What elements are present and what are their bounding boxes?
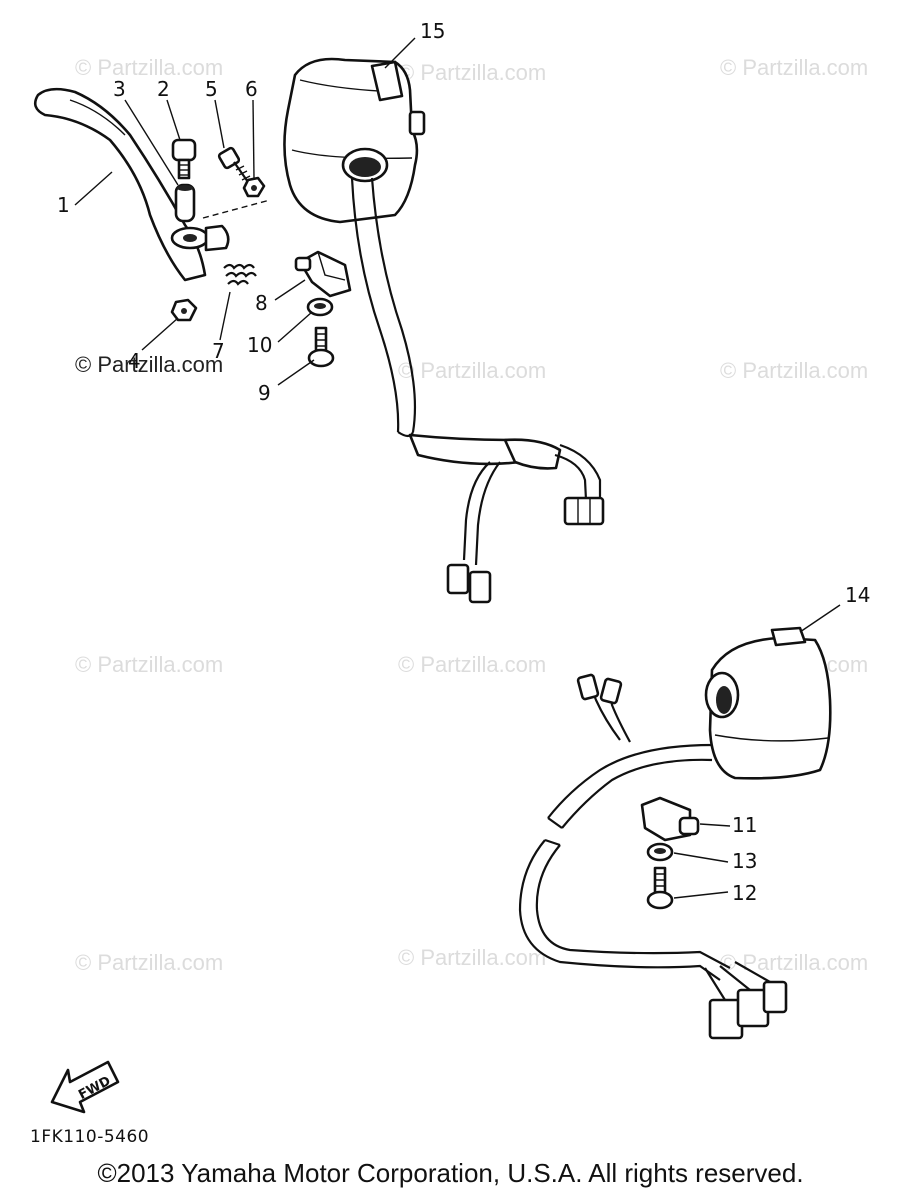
watermark: © Partzilla.com <box>398 60 546 85</box>
watermark: © Partzilla.com <box>720 950 868 975</box>
callout-1: 1 <box>57 193 70 217</box>
part-switch-11 <box>640 796 700 842</box>
part-screw-9 <box>307 326 335 368</box>
part-washer-10 <box>306 297 334 317</box>
callout-15: 15 <box>420 19 445 43</box>
callout-13: 13 <box>732 849 757 873</box>
part-spring-7 <box>223 263 257 286</box>
callout-11: 11 <box>732 813 757 837</box>
watermark: © Partzilla.com <box>398 945 546 970</box>
callout-10: 10 <box>247 333 272 357</box>
callout-14: 14 <box>845 583 870 607</box>
part-switch-housing-14 <box>518 626 832 1040</box>
callout-9: 9 <box>258 381 271 405</box>
diagram-code: 1FK110-5460 <box>30 1127 149 1147</box>
watermark: © Partzilla.com <box>720 55 868 80</box>
copyright-notice: ©2013 Yamaha Motor Corporation, U.S.A. A… <box>97 1158 804 1188</box>
callout-4: 4 <box>128 349 141 373</box>
part-switch-8 <box>294 250 352 298</box>
callout-7: 7 <box>212 339 225 363</box>
watermark: © Partzilla.com <box>75 950 223 975</box>
part-lever <box>33 87 271 282</box>
callout-12: 12 <box>732 881 757 905</box>
callouts: 3 2 5 6 1 4 7 8 10 9 15 14 11 13 12 <box>57 19 870 905</box>
watermark: © Partzilla.com <box>398 358 546 383</box>
part-washer-13 <box>646 842 674 862</box>
part-screw-12 <box>646 866 674 910</box>
watermark: © Partzilla.com <box>75 55 223 80</box>
part-nut-6 <box>242 176 266 198</box>
part-bolt-2 <box>171 138 197 180</box>
watermark: © Partzilla.com <box>398 652 546 677</box>
part-switch-housing-15 <box>283 57 605 604</box>
callout-3: 3 <box>113 77 126 101</box>
watermark: © Partzilla.com <box>75 652 223 677</box>
callout-6: 6 <box>245 77 258 101</box>
leader-lines <box>74 37 841 899</box>
callout-2: 2 <box>157 77 170 101</box>
watermark-dark: © Partzilla.com <box>75 352 223 377</box>
watermark: © Partzilla.com <box>720 358 868 383</box>
fwd-arrow-icon: FWD <box>50 1060 120 1114</box>
part-screw-5 <box>217 146 251 183</box>
part-collar <box>174 183 196 223</box>
callout-5: 5 <box>205 77 218 101</box>
callout-8: 8 <box>255 291 268 315</box>
part-nut-4 <box>170 298 198 322</box>
